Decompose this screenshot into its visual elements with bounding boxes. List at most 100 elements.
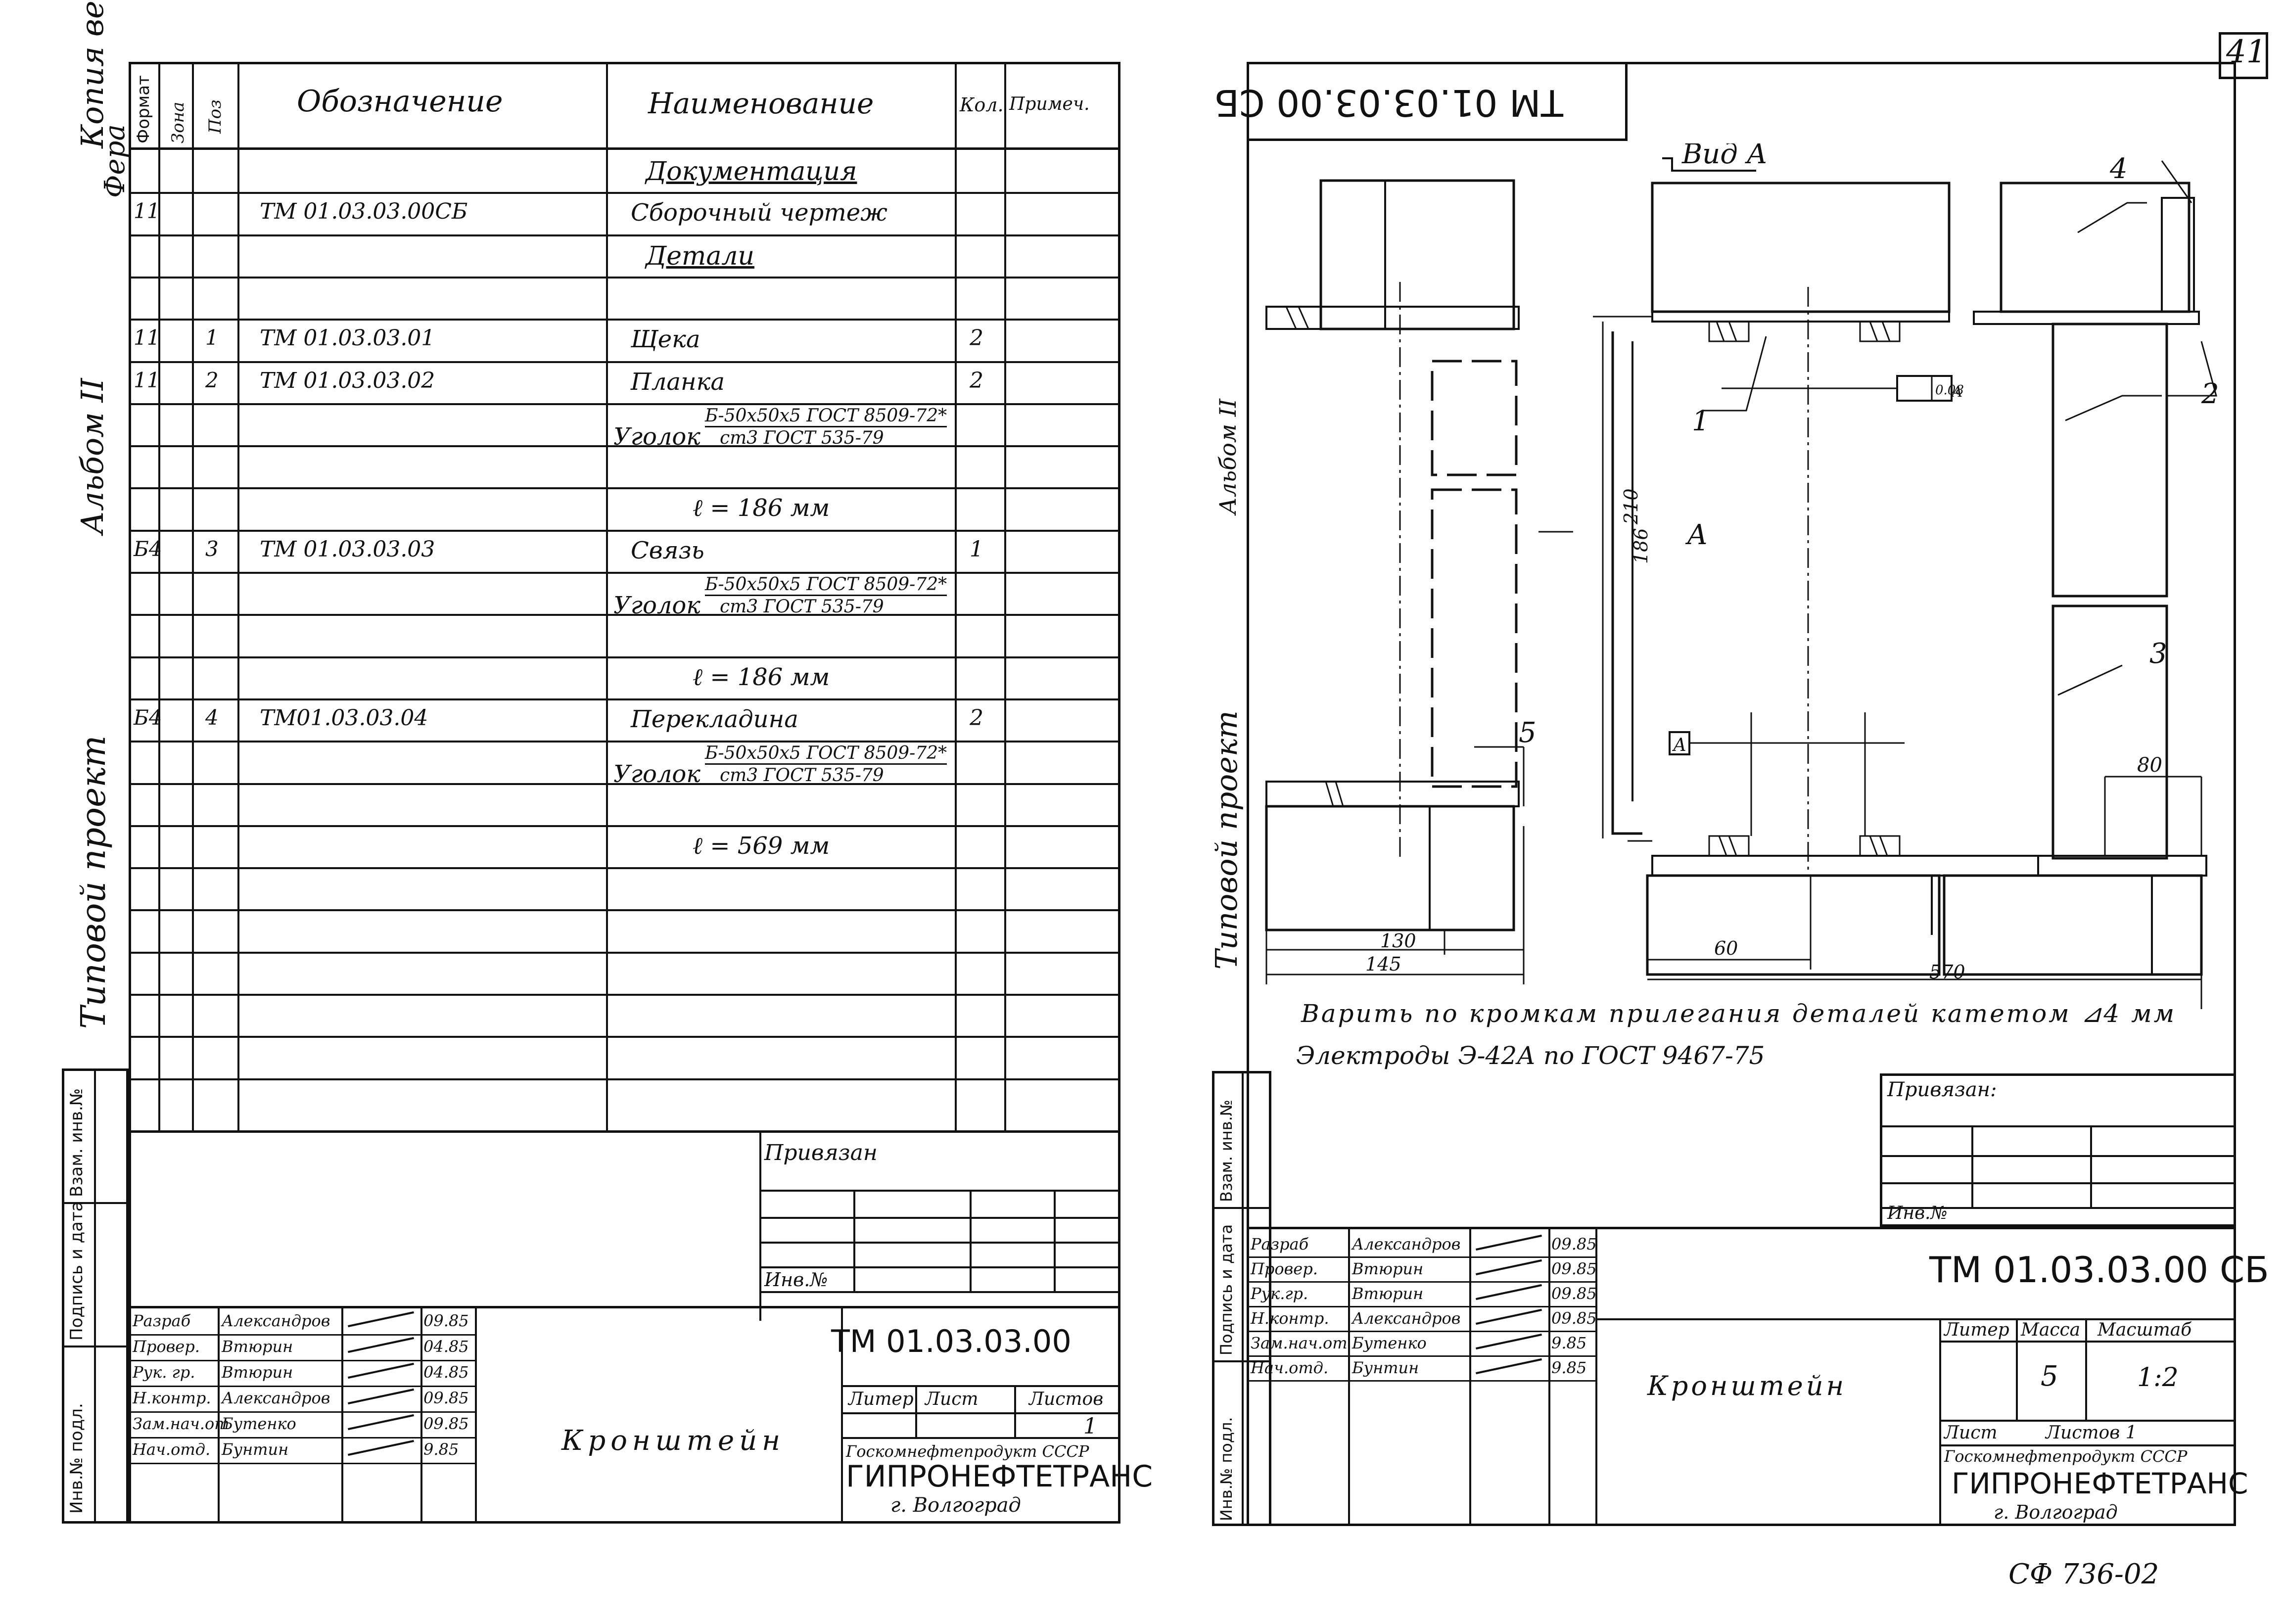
row-naimenovanie: ℓ = 186 мм bbox=[693, 494, 830, 522]
row-naimenovanie: Документация bbox=[646, 157, 857, 186]
signer-role: Разраб bbox=[1251, 1235, 1309, 1253]
callout-1: 1 bbox=[1692, 405, 1710, 437]
row-naimenovanie: Уголок bbox=[613, 592, 700, 619]
signer-name: Бунтин bbox=[222, 1440, 289, 1459]
row-line bbox=[129, 1078, 1120, 1080]
signer-role: Разраб bbox=[133, 1311, 191, 1330]
signer-role: Н.контр. bbox=[133, 1389, 211, 1407]
album-label: Альбом II bbox=[74, 378, 110, 534]
row-line bbox=[129, 361, 1120, 363]
doc-code: ТМ 01.03.03.00 bbox=[831, 1323, 1072, 1359]
signer-role: Нач.отд. bbox=[1251, 1358, 1329, 1377]
massa-value: 5 bbox=[2041, 1360, 2058, 1392]
signer-role: Зам.нач.от bbox=[133, 1414, 230, 1433]
row-naimenovanie: Детали bbox=[646, 241, 754, 271]
row-naimenovanie: Сборочный чертеж bbox=[631, 199, 887, 227]
row-line bbox=[129, 445, 1120, 448]
signer-name: Бутенко bbox=[222, 1414, 296, 1433]
dim-210: 210 bbox=[1620, 488, 1642, 525]
callout-4: 4 bbox=[2109, 153, 2128, 185]
row-line bbox=[129, 909, 1120, 912]
signer-date: 9.85 bbox=[423, 1440, 459, 1459]
row-kol: 2 bbox=[970, 325, 983, 351]
signer-role: Провер. bbox=[133, 1337, 200, 1356]
sheet-number-box bbox=[2219, 32, 2268, 79]
row-kol: 1 bbox=[970, 536, 983, 562]
row-line bbox=[129, 867, 1120, 870]
list-label-right: Лист bbox=[1944, 1423, 1998, 1443]
row-line bbox=[129, 572, 1120, 574]
dim-130: 130 bbox=[1380, 930, 1416, 952]
row-format: 11 bbox=[134, 368, 160, 392]
signer-row-line bbox=[129, 1386, 475, 1387]
signer-name: Втюрин bbox=[1352, 1259, 1424, 1278]
signer-row-line bbox=[129, 1437, 475, 1438]
section-label: А bbox=[1685, 519, 1708, 551]
assembly-drawing: 210 186 130 145 60 570 80 0.08 А А Вид А… bbox=[1265, 143, 2219, 1009]
row-line bbox=[129, 741, 1120, 743]
signer-role: Нач.отд. bbox=[133, 1440, 211, 1459]
signer-row-line bbox=[129, 1360, 475, 1361]
row-naimenovanie: ℓ = 186 мм bbox=[693, 663, 830, 691]
electrode-note: Электроды Э-42А по ГОСТ 9467-75 bbox=[1296, 1041, 1765, 1070]
podpis-data-label-right: Подпись и дата bbox=[1217, 1224, 1236, 1355]
signer-name: Втюрин bbox=[222, 1363, 293, 1382]
signer-name: Александров bbox=[1352, 1309, 1461, 1328]
masshtab-label: Масштаб bbox=[2098, 1320, 2192, 1340]
row-poz: 3 bbox=[205, 536, 219, 561]
row-oboznachenie: ТМ 01.03.03.03 bbox=[260, 536, 435, 562]
masshtab-value: 1:2 bbox=[2137, 1363, 2179, 1392]
signer-name: Александров bbox=[222, 1311, 330, 1330]
vzam-inv-label-right: Взам. инв.№ bbox=[1217, 1099, 1236, 1202]
row-material-bottom: ст3 ГОСТ 535-79 bbox=[720, 597, 884, 617]
row-material-bottom: ст3 ГОСТ 535-79 bbox=[720, 765, 884, 786]
row-line bbox=[129, 403, 1120, 405]
row-line bbox=[129, 487, 1120, 490]
row-kol: 2 bbox=[970, 705, 983, 731]
signer-row-line bbox=[129, 1411, 475, 1413]
row-material-top: Б-50х50х5 ГОСТ 8509-72* bbox=[705, 406, 947, 427]
signer-row-line bbox=[1247, 1331, 1595, 1332]
callout-3: 3 bbox=[2149, 638, 2167, 670]
bottom-code: СФ 736-02 bbox=[2008, 1558, 2159, 1590]
inv-podl-label: Инв.№ подл. bbox=[67, 1403, 87, 1514]
signer-row-line bbox=[1247, 1306, 1595, 1307]
row-kol: 2 bbox=[970, 368, 983, 393]
signer-row-line bbox=[1247, 1380, 1595, 1382]
row-poz: 2 bbox=[205, 368, 219, 392]
row-line bbox=[129, 192, 1120, 194]
callout-5: 5 bbox=[1519, 717, 1537, 749]
right-sheet-frame bbox=[1247, 62, 2236, 1526]
listov-label-right: Листов 1 bbox=[2046, 1423, 2137, 1443]
signer-date: 09.85 bbox=[423, 1414, 469, 1433]
welding-note: Варить по кромкам прилегания деталей кат… bbox=[1301, 999, 2177, 1028]
signer-name: Александров bbox=[222, 1389, 330, 1407]
signer-date: 09.85 bbox=[1551, 1284, 1597, 1303]
signer-name: Втюрин bbox=[1352, 1284, 1424, 1303]
row-oboznachenie: ТМ 01.03.03.02 bbox=[260, 368, 435, 393]
signer-role: Н.контр. bbox=[1251, 1309, 1329, 1328]
row-format: Б4 bbox=[134, 705, 162, 730]
row-line bbox=[129, 994, 1120, 996]
callout-2: 2 bbox=[2201, 378, 2219, 410]
typovoy-proekt-label: Типовой проект bbox=[74, 735, 113, 1029]
org-ministry-right: Госкомнефтепродукт СССР bbox=[1944, 1447, 2188, 1466]
row-line bbox=[129, 951, 1120, 954]
signer-date: 9.85 bbox=[1551, 1334, 1587, 1352]
mirrored-code-box bbox=[1247, 62, 1628, 141]
row-material-top: Б-50х50х5 ГОСТ 8509-72* bbox=[705, 743, 947, 765]
org-city: г. Волгоград bbox=[890, 1494, 1021, 1517]
tolerance-value: 0.08 bbox=[1935, 383, 1964, 398]
row-naimenovanie: Планка bbox=[631, 368, 725, 396]
view-label: Вид А bbox=[1681, 143, 1768, 170]
row-naimenovanie: Связь bbox=[631, 536, 704, 564]
org-ministry: Госкомнефтепродукт СССР bbox=[846, 1442, 1089, 1461]
row-line bbox=[129, 319, 1120, 321]
signer-role: Рук.гр. bbox=[1251, 1284, 1308, 1303]
signer-row-line bbox=[129, 1463, 475, 1464]
row-naimenovanie: Уголок bbox=[613, 422, 700, 451]
doc-code-right: ТМ 01.03.03.00 СБ bbox=[1929, 1249, 2269, 1291]
row-naimenovanie: ℓ = 569 мм bbox=[693, 832, 830, 860]
row-oboznachenie: ТМ 01.03.03.00СБ bbox=[260, 199, 468, 225]
row-poz: 1 bbox=[205, 325, 219, 350]
